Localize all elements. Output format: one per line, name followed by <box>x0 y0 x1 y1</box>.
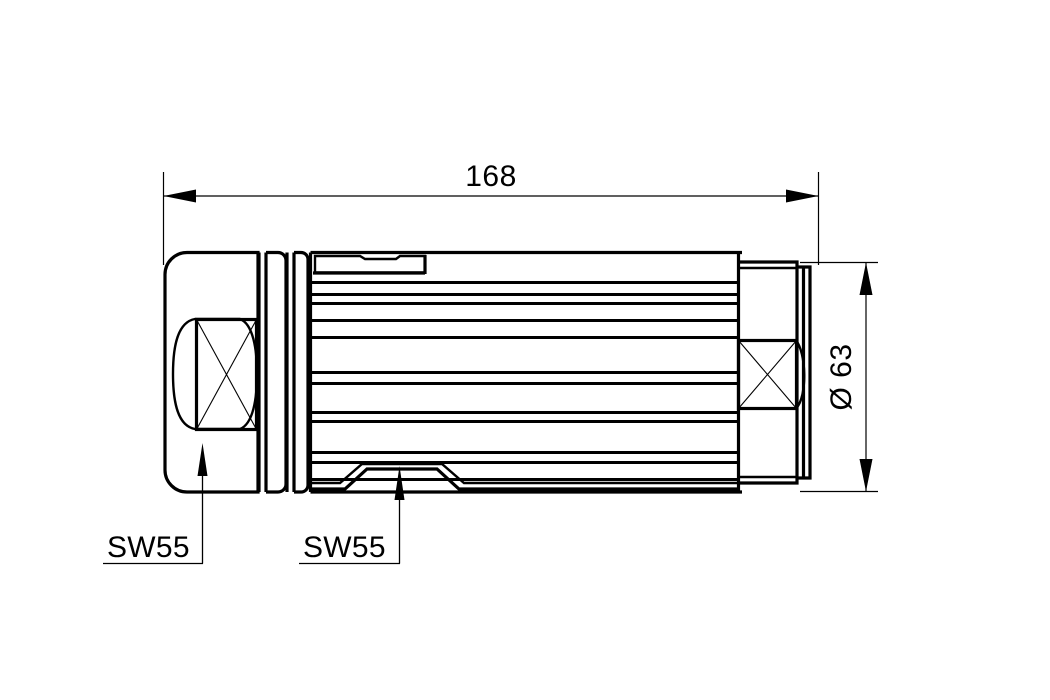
diameter-arrow-bottom <box>859 459 873 492</box>
left-cap-outline <box>163 250 260 494</box>
body-hex-flat-trapezoid-inner <box>312 462 740 485</box>
ring-collar-outline-2 <box>294 250 310 494</box>
label-sw55-body-group: SW55 <box>299 466 405 565</box>
body-top-recess <box>313 254 427 274</box>
sw55-body-leader-arrow <box>394 466 405 500</box>
sw55-left-label: SW55 <box>107 531 190 564</box>
length-arrow-right <box>786 189 819 203</box>
diameter-dimension-group: Ø 63 <box>800 261 878 493</box>
left-hex-oval <box>171 317 259 431</box>
sw55-left-leader-arrow <box>197 443 208 476</box>
length-dimension-group: 168 <box>162 160 820 265</box>
body-hex-flat-trapezoid <box>312 467 740 491</box>
left-hex-cross-b <box>196 319 257 430</box>
right-hex-flat-rect <box>736 338 799 411</box>
diameter-arrow-top <box>859 262 873 295</box>
left-hex-flat-rect <box>194 317 259 432</box>
length-dimension-value: 168 <box>465 160 517 193</box>
part-geometry <box>163 250 812 494</box>
right-block-outline <box>738 260 799 485</box>
diameter-dimension-value: Ø 63 <box>825 343 858 410</box>
right-hex-cross-b <box>738 340 797 409</box>
sw55-body-label: SW55 <box>303 531 386 564</box>
length-arrow-left <box>163 189 196 203</box>
ring-collar-outline <box>266 250 288 494</box>
label-sw55-left-group: SW55 <box>103 443 208 565</box>
